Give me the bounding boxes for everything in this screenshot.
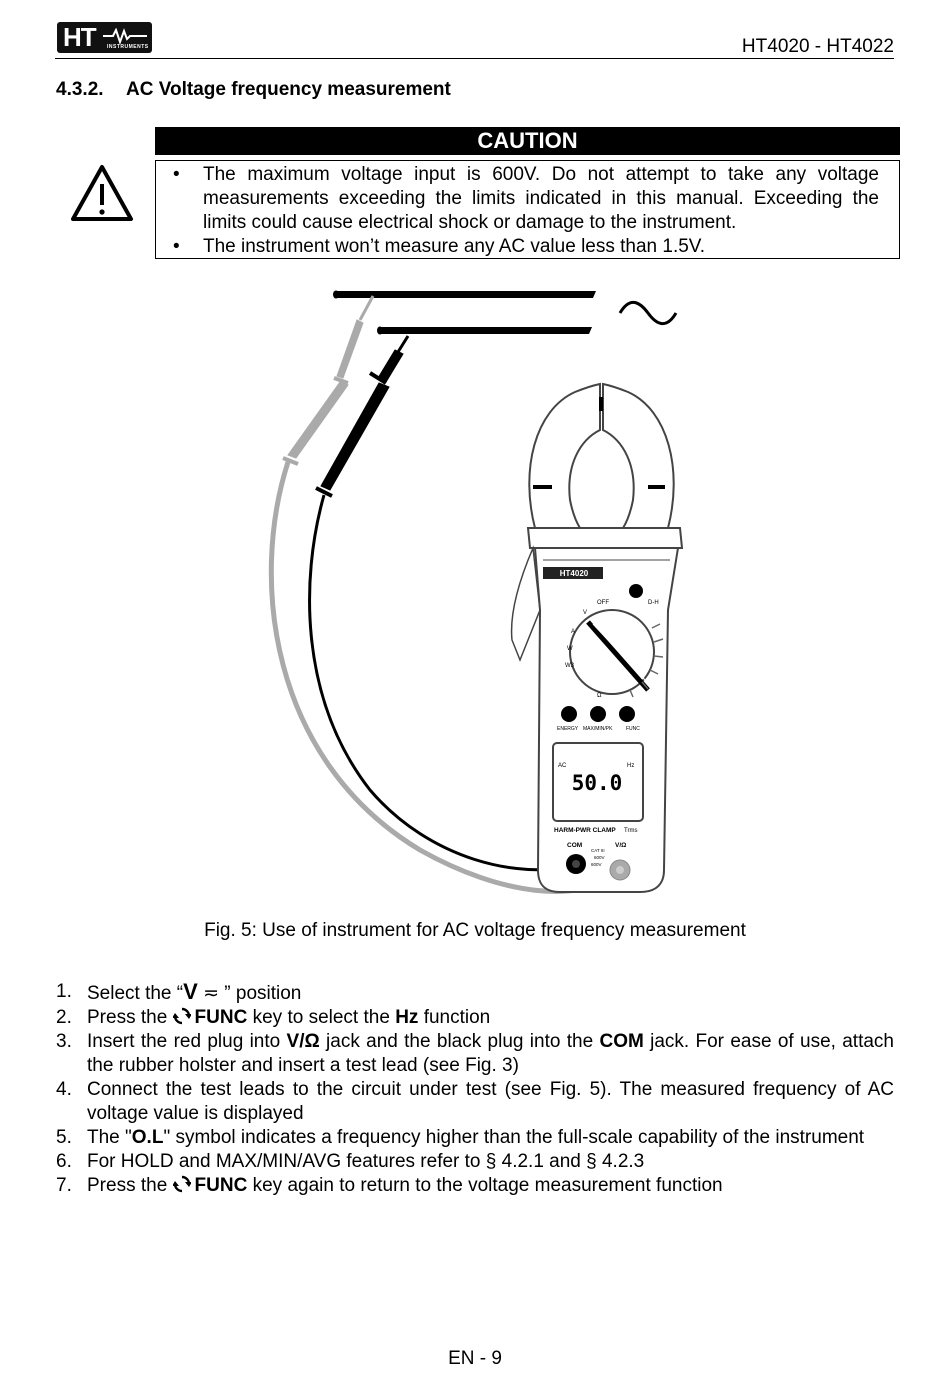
circuit-conductors — [333, 290, 596, 335]
step-bold: FUNC — [194, 1175, 248, 1196]
step-text: Insert the red plug into — [87, 1031, 287, 1052]
red-test-probe — [282, 295, 375, 466]
step-text: For HOLD and MAX/MIN/AVG features refer … — [87, 1151, 645, 1172]
step-number: 7. — [56, 1175, 72, 1196]
hold-label: D-H — [648, 600, 659, 606]
step-text: ≂ ” position — [197, 983, 302, 1004]
step-bold: FUNC — [194, 1007, 248, 1028]
selector-label: W — [567, 646, 573, 652]
header-model: HT4020 - HT4022 — [741, 36, 894, 57]
func-cycle-icon — [172, 1175, 191, 1193]
step-item: 3. Insert the red plug into V/Ω jack and … — [56, 1030, 894, 1078]
com-jack-label: COM — [567, 842, 582, 849]
step-number: 5. — [56, 1127, 72, 1148]
cat-voltage: 600V — [594, 855, 605, 860]
warning-triangle-icon — [71, 165, 133, 221]
caution-item: The instrument won’t measure any AC valu… — [156, 235, 899, 259]
header-divider — [55, 58, 894, 59]
lcd-reading: 50.0 — [572, 771, 623, 795]
func-key-label: FUNC — [626, 726, 640, 732]
step-text: jack. For ease of use, attach the rubber… — [87, 1031, 894, 1076]
selector-label: Ω — [597, 693, 602, 699]
section-title-text: AC Voltage frequency measurement — [126, 79, 451, 100]
step-text: jack and the black plug into the — [319, 1031, 600, 1052]
black-test-probe — [315, 335, 410, 498]
figure-caption: Fig. 5: Use of instrument for AC voltage… — [204, 920, 746, 941]
v-jack-label: V/Ω — [615, 842, 626, 849]
step-item: 5. The "O.L" symbol indicates a frequency… — [56, 1126, 894, 1150]
rotary-selector: OFF V A W W3 Ω — [565, 600, 664, 699]
step-text: Connect the test leads to the circuit un… — [87, 1079, 894, 1124]
step-text: key to select the — [247, 1007, 396, 1028]
step-bold: V/Ω — [286, 1031, 320, 1052]
step-number: 2. — [56, 1007, 72, 1028]
step-symbol-v: V — [183, 979, 198, 1004]
trms-label: Trms — [624, 828, 637, 834]
selector-label: W3 — [565, 663, 575, 669]
step-bold: Hz — [395, 1007, 419, 1028]
step-text: The " — [87, 1127, 132, 1148]
model-strip: HARM-PWR CLAMP — [554, 827, 616, 834]
step-number: 1. — [56, 981, 72, 1002]
step-bold: O.L — [131, 1127, 164, 1148]
caution-item: The maximum voltage input is 600V. Do no… — [156, 163, 899, 235]
lcd-ac-label: AC — [558, 763, 567, 769]
selector-label: OFF — [597, 600, 609, 606]
cat-voltage: 600V — [591, 862, 602, 867]
lcd-hz-label: Hz — [627, 763, 634, 769]
step-text: function — [418, 1007, 491, 1028]
step-text: Select the “ — [87, 983, 184, 1004]
step-item: 2. Press the FUNC key to select the Hz fu… — [56, 1006, 894, 1030]
step-number: 6. — [56, 1151, 72, 1172]
section-title: 4.3.2. AC Voltage frequency measurement — [56, 79, 451, 101]
step-item: 1. Select the “V ≂ ” position — [56, 980, 894, 1006]
func-cycle-icon — [172, 1007, 191, 1025]
step-item: 6. For HOLD and MAX/MIN/AVG features refe… — [56, 1150, 894, 1174]
page-number: EN - 9 — [448, 1348, 502, 1369]
step-item: 7. Press the FUNC key again to return to … — [56, 1174, 894, 1198]
selector-label: V — [583, 610, 587, 616]
logo-text: HT — [63, 22, 97, 52]
lcd-display: AC Hz 50.0 — [552, 742, 644, 822]
section-number: 4.3.2. — [56, 79, 104, 100]
caution-heading: CAUTION — [155, 127, 900, 155]
logo-subtext: INSTRUMENTS — [107, 44, 149, 50]
ht-logo: HT INSTRUMENTS — [57, 22, 152, 53]
clamp-meter — [510, 382, 684, 893]
cat-label: CAT III — [591, 848, 605, 853]
meter-brand: HT4020 — [560, 569, 589, 578]
selector-label: A — [571, 629, 575, 635]
step-number: 3. — [56, 1031, 72, 1052]
step-text: key again to return to the voltage measu… — [247, 1175, 723, 1196]
step-text: " symbol indicates a frequency higher th… — [163, 1127, 865, 1148]
step-text: Press the — [87, 1007, 173, 1028]
step-bold: COM — [599, 1031, 644, 1052]
ac-tilde-icon — [618, 301, 678, 325]
step-text: Press the — [87, 1175, 173, 1196]
energy-key-label: ENERGY — [557, 726, 579, 732]
step-item: 4. Connect the test leads to the circuit … — [56, 1078, 894, 1126]
procedure-steps: 1. Select the “V ≂ ” position 2. Press the… — [56, 980, 894, 1198]
step-number: 4. — [56, 1079, 72, 1100]
logo-wave-icon — [103, 28, 147, 44]
maxmin-key-label: MAX/MIN/PK — [583, 726, 613, 732]
caution-box: The maximum voltage input is 600V. Do no… — [155, 160, 900, 259]
